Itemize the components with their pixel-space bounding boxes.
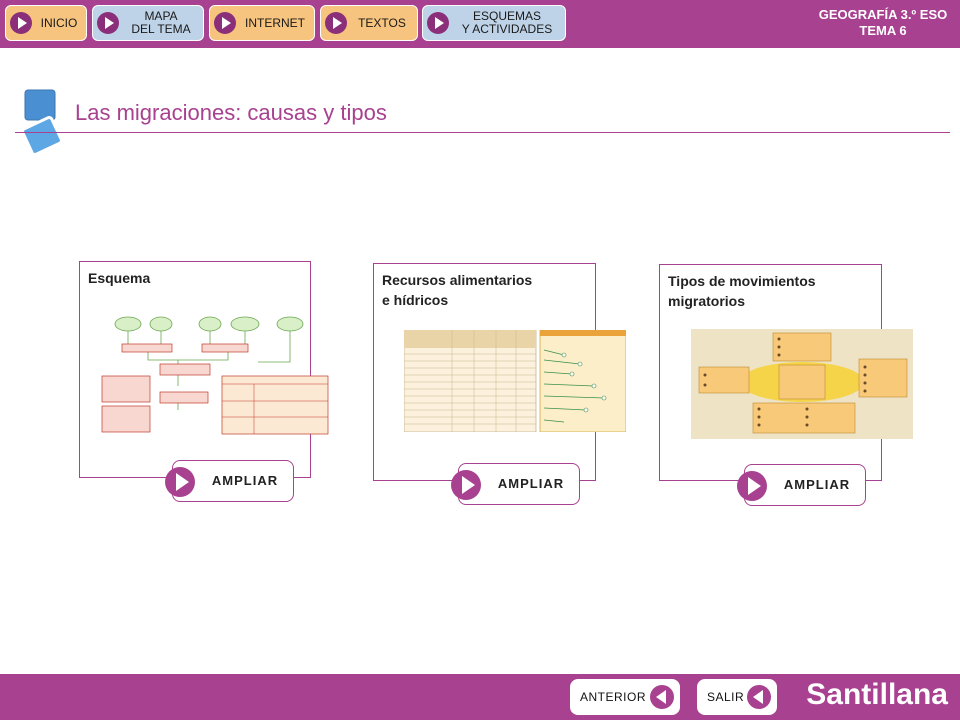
ampliar-label: AMPLIAR xyxy=(211,473,279,488)
card-recursos: Recursos alimentarios e hídricos xyxy=(373,263,626,481)
ampliar-label: AMPLIAR xyxy=(783,477,851,492)
nav-esquemas-button[interactable]: ESQUEMAS Y ACTIVIDADES xyxy=(422,5,566,41)
play-icon xyxy=(214,12,236,34)
play-icon xyxy=(325,12,347,34)
anterior-button[interactable]: ANTERIOR xyxy=(570,679,680,715)
nav-mapa-button[interactable]: MAPA DEL TEMA xyxy=(92,5,204,41)
back-arrow-icon xyxy=(747,685,771,709)
play-icon xyxy=(165,467,195,497)
tipos-thumbnail[interactable] xyxy=(691,329,913,439)
nav-label: ESQUEMAS Y ACTIVIDADES xyxy=(461,9,553,36)
nav-internet-button[interactable]: INTERNET xyxy=(209,5,315,41)
nav-label: INICIO xyxy=(40,15,78,30)
anterior-label: ANTERIOR xyxy=(580,690,647,704)
title-decoration-icon xyxy=(21,89,63,156)
play-icon xyxy=(97,12,119,34)
recursos-thumbnail[interactable] xyxy=(404,330,626,432)
nav-label: MAPA DEL TEMA xyxy=(131,9,191,36)
ampliar-esquema-button[interactable]: AMPLIAR xyxy=(165,460,294,502)
card-title: Recursos alimentarios e hídricos xyxy=(382,272,533,308)
back-arrow-icon xyxy=(650,685,674,709)
ampliar-label: AMPLIAR xyxy=(497,476,565,491)
card-tipos-movimientos: Tipos de movimientos migratorios xyxy=(659,264,913,481)
nav-inicio-button[interactable]: INICIO xyxy=(5,5,87,41)
play-icon xyxy=(451,470,481,500)
card-title: Tipos de movimientos migratorios xyxy=(668,273,816,309)
card-esquema: Esquema xyxy=(79,261,329,478)
title-divider xyxy=(15,132,950,133)
play-icon xyxy=(737,471,767,501)
nav-label: TEXTOS xyxy=(358,15,406,30)
salir-button[interactable]: SALIR xyxy=(697,679,777,715)
card-title: Esquema xyxy=(88,270,151,286)
nav-textos-button[interactable]: TEXTOS xyxy=(320,5,418,41)
ampliar-tipos-button[interactable]: AMPLIAR xyxy=(737,464,866,506)
santillana-logo: Santillana xyxy=(806,678,948,711)
nav-label: INTERNET xyxy=(245,15,305,30)
footer-bar xyxy=(0,674,960,720)
course-label: GEOGRAFÍA 3.º ESO TEMA 6 xyxy=(818,7,948,38)
page-title: Las migraciones: causas y tipos xyxy=(75,100,387,125)
play-icon xyxy=(10,12,32,34)
play-icon xyxy=(427,12,449,34)
esquema-thumbnail[interactable] xyxy=(98,314,334,436)
ampliar-recursos-button[interactable]: AMPLIAR xyxy=(451,463,580,505)
salir-label: SALIR xyxy=(707,690,745,704)
